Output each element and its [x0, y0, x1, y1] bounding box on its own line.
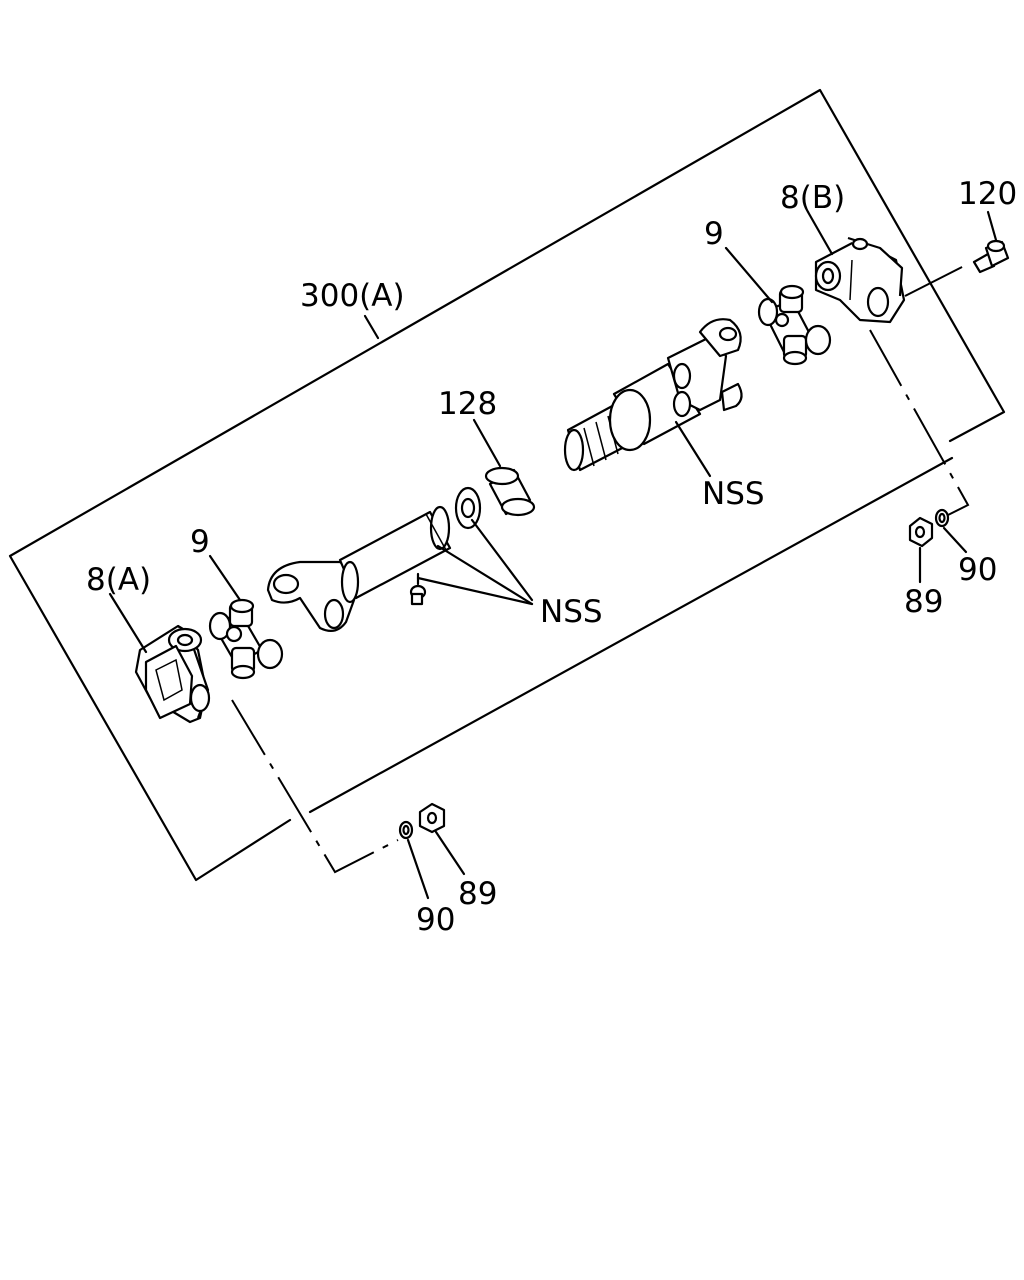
flange-yoke-b [814, 236, 906, 324]
assembly-bracket-inner [308, 456, 954, 814]
centerline-right [869, 329, 970, 516]
label-nss-lower: NSS [540, 594, 603, 630]
slip-yoke [563, 318, 743, 472]
washer-90-right [934, 508, 950, 528]
label-joint-right: 9 [704, 216, 724, 252]
label-nss-upper: NSS [702, 476, 765, 512]
centerline-bolt [904, 263, 969, 297]
assembly-bracket [8, 88, 1006, 882]
label-assembly-300a: 300(A) [300, 278, 405, 314]
washer-90-bottom [398, 820, 414, 840]
universal-joint-left [208, 598, 284, 680]
nut-89-right [908, 516, 934, 548]
label-flange-b: 8(B) [780, 180, 845, 216]
label-flange-a: 8(A) [86, 562, 151, 598]
driveshaft-tube [266, 505, 452, 633]
seal-plate [454, 486, 482, 530]
label-ring-128: 128 [438, 386, 497, 422]
label-nut-89-right: 89 [904, 584, 943, 620]
bolt-120 [972, 239, 1010, 274]
nut-89-bottom [418, 802, 446, 834]
label-washer-90-right: 90 [958, 552, 997, 588]
label-bolt-120: 120 [958, 176, 1017, 212]
leader-lines [108, 210, 998, 900]
label-washer-90-bottom: 90 [416, 902, 455, 938]
flange-yoke-a [134, 624, 211, 724]
universal-joint-right [757, 284, 832, 366]
centerline-bottom [231, 699, 399, 874]
assembly-leader [363, 314, 380, 340]
label-joint-left: 9 [190, 524, 210, 560]
ring-128 [484, 466, 536, 517]
label-nut-89-bottom: 89 [458, 876, 497, 912]
